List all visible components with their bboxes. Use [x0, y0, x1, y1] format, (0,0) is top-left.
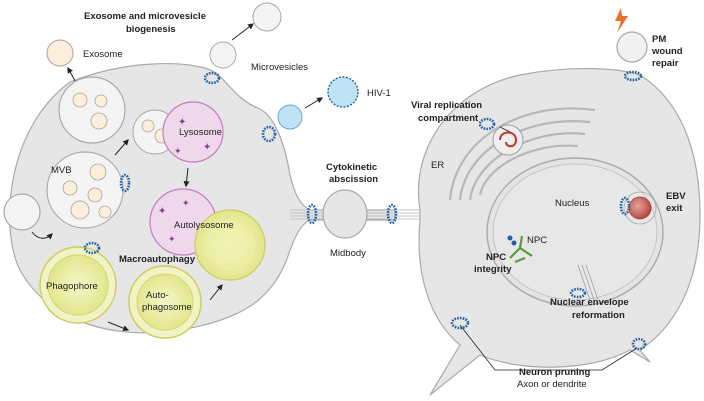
microvesicle-budding: [209, 41, 237, 69]
npc-integrity-line1: NPC: [486, 252, 506, 263]
npc-integrity-line2: integrity: [474, 264, 512, 275]
lightning-icon: [615, 8, 628, 33]
svg-text:✦: ✦: [158, 206, 166, 217]
ebv-capsid: [628, 196, 652, 220]
nuclear-envelope-label-line2: reformation: [572, 310, 625, 321]
cytokinetic-label-line1: Cytokinetic: [326, 162, 377, 173]
svg-text:✦: ✦: [182, 198, 190, 208]
macroautophagy-label: Macroautophagy: [119, 254, 196, 265]
microvesicle-top: [252, 2, 282, 32]
microvesicles-label: Microvesicles: [251, 62, 308, 73]
endosome: [3, 193, 41, 231]
pm-wound-vesicle: [616, 31, 648, 63]
svg-text:✦: ✦: [168, 234, 176, 244]
pm-label-line1: PM: [652, 34, 666, 45]
midbody: [322, 189, 368, 239]
ebv-label-line1: EBV: [666, 191, 686, 202]
neuron-pruning-pointer: [459, 324, 638, 371]
mvb-label: MVB: [51, 165, 72, 176]
hiv-virion: [327, 76, 359, 108]
exosome-label: Exosome: [83, 49, 123, 60]
exosome: [46, 39, 74, 67]
nuclear-envelope-gap: [577, 264, 599, 301]
lysosome: [162, 101, 224, 163]
svg-text:✦: ✦: [203, 142, 211, 153]
midbody-label: Midbody: [330, 248, 366, 259]
hiv-label: HIV-1: [367, 88, 391, 99]
nucleus-label: Nucleus: [555, 198, 590, 209]
autophagosome-label-line1: Auto-: [146, 290, 169, 301]
svg-text:✦: ✦: [178, 117, 186, 128]
er-label: ER: [431, 160, 444, 171]
svg-text:✦: ✦: [174, 146, 182, 156]
nuclear-envelope-label-line1: Nuclear envelope: [550, 297, 629, 308]
pm-label-line2: wound: [651, 46, 683, 57]
cytokinetic-label-line2: abscission: [329, 174, 378, 185]
viral-label-line2: compartment: [418, 113, 479, 124]
neuron-pruning-label: Neuron pruning: [519, 367, 590, 378]
mvb-secreting: [58, 76, 126, 144]
autolysosome-label: Autolysosome: [174, 220, 234, 231]
viral-replication-compartment: [492, 124, 524, 156]
lysosome-label: Lysosome: [179, 127, 222, 138]
ebv-label-line2: exit: [666, 203, 683, 214]
biogenesis-title-line2: biogenesis: [126, 24, 176, 35]
biogenesis-title-line1: Exosome and microvesicle: [84, 11, 206, 22]
viral-label-line1: Viral replication: [411, 100, 482, 111]
escrt-rings: [83, 70, 647, 351]
phagophore-label: Phagophore: [46, 281, 98, 292]
viral-rna: [499, 131, 518, 148]
autophagosome-label-line2: phagosome: [142, 302, 192, 313]
axon-dendrite-label: Axon or dendrite: [517, 379, 587, 390]
pm-label-line3: repair: [652, 58, 679, 69]
hiv-budding: [277, 104, 303, 130]
npc-label: NPC: [527, 235, 547, 246]
npc-icon: [507, 235, 533, 264]
